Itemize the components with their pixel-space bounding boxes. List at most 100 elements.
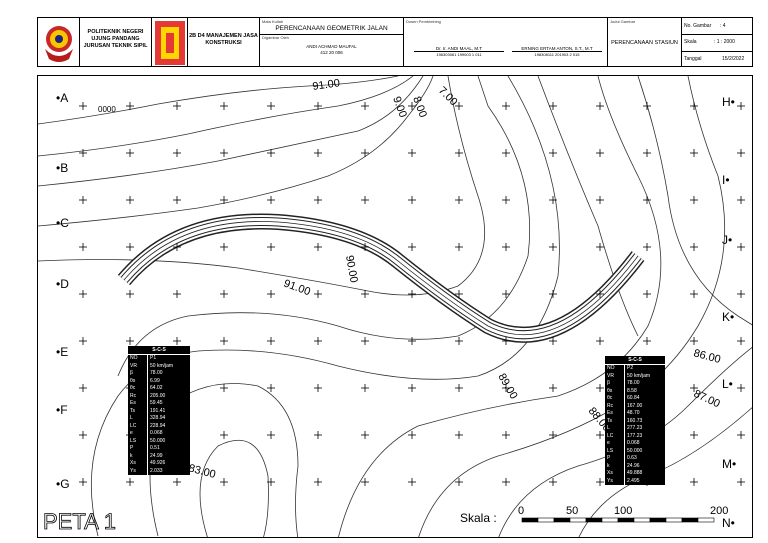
program-logo-icon [155,21,185,65]
curve-table-key: L [128,415,148,423]
curve-table-value: 60.84 [627,395,640,401]
grid-cross [455,337,463,345]
curve-table-key: Ts [605,417,625,425]
grid-cross [361,384,369,392]
grid-cross [408,384,416,392]
grid-cross [690,431,698,439]
grid-cross [173,243,181,251]
grid-cross [643,149,651,157]
grid-cross [455,149,463,157]
grid-cross [690,102,698,110]
curve-table-value: 177.23 [627,432,643,439]
grid-cross [361,290,369,298]
grid-crosses [79,102,745,486]
grid-cross [173,337,181,345]
scale-tick-label: 100 [614,505,632,517]
grid-cross [455,290,463,298]
row-label-right: M• [722,457,736,471]
author-name: ANDI ACHMAD MAUFAL [306,44,357,49]
grid-cross [408,149,416,157]
curve-table-value: 0.63 [627,455,637,461]
supervisor-caption: Dosen Pembimbing [406,19,441,24]
grid-cross [596,337,604,345]
supervisor-1-name: Dr. Ir. ANDI MAAL, M.T [414,46,504,52]
scale-segment [649,517,667,523]
grid-cross [643,243,651,251]
grid-cross [455,243,463,251]
grid-cross [596,243,604,251]
curve-table-key: LC [605,432,625,440]
curve-table-key: LC [128,422,148,430]
date-value: 15/2/2022 [722,56,745,62]
polytechnic-logo-icon [45,26,73,62]
institution-logo-cell [38,18,80,66]
grid-cross [502,478,510,486]
grid-cross [79,196,87,204]
curve-table-key: Ys [605,477,625,485]
row-label-left: •B [56,161,68,175]
curve-table-key: Ts [128,407,148,415]
grid-cross [126,196,134,204]
grid-cross [79,337,87,345]
sheet-label: No. Gambar [684,23,712,29]
grid-cross [314,243,322,251]
grid-cross [502,243,510,251]
grid-marker-label: 0000 [98,105,116,114]
grid-cross [737,384,745,392]
curve-table-value: 50 km/jam [627,372,651,379]
grid-cross [361,102,369,110]
sheet-value: : 4 [720,23,726,29]
scale-segment [617,517,635,523]
grid-cross [79,431,87,439]
row-label-left: •D [56,277,69,291]
drawing-title: PERENCANAAN STASIUN [611,40,678,46]
row-label-left: •F [56,403,68,417]
grid-cross [690,384,698,392]
grid-row-labels: •A•B•C•D•E•F•GH•I•J•K•L•M•N• [56,91,736,530]
grid-cross [502,149,510,157]
grid-cross [549,478,557,486]
supervisor-1-id: 196303061 199003 1 011 [436,52,482,57]
grid-cross [408,102,416,110]
scale-segment [601,517,619,523]
grid-cross [455,196,463,204]
grid-cross [502,290,510,298]
grid-cross [549,102,557,110]
grid-cross [314,384,322,392]
grid-cross [643,102,651,110]
contour-label: 90.00 [343,254,360,283]
grid-cross [314,196,322,204]
subject-caption: Mata Kuliah [262,19,284,24]
curve-table-key: e [128,430,148,438]
row-label-right: N• [722,516,735,530]
grid-cross [361,149,369,157]
curve-table-value: 277.23 [627,425,643,431]
grid-cross [455,384,463,392]
curve-table-key: Xs [128,460,148,468]
scale-segment [681,517,699,523]
curve-table-title: S-C-S [128,346,190,355]
contour-label: 7.00 [436,85,460,109]
row-label-right: H• [722,95,735,109]
grid-cross [79,478,87,486]
grid-cross [408,478,416,486]
grid-cross [737,431,745,439]
grid-cross [126,290,134,298]
grid-cross [596,384,604,392]
row-label-right: I• [722,173,730,187]
curve-table-value: 160.73 [627,417,643,424]
curve-table-key: θs [128,377,148,385]
grid-cross [361,431,369,439]
curve-table-key: VR [605,372,625,380]
